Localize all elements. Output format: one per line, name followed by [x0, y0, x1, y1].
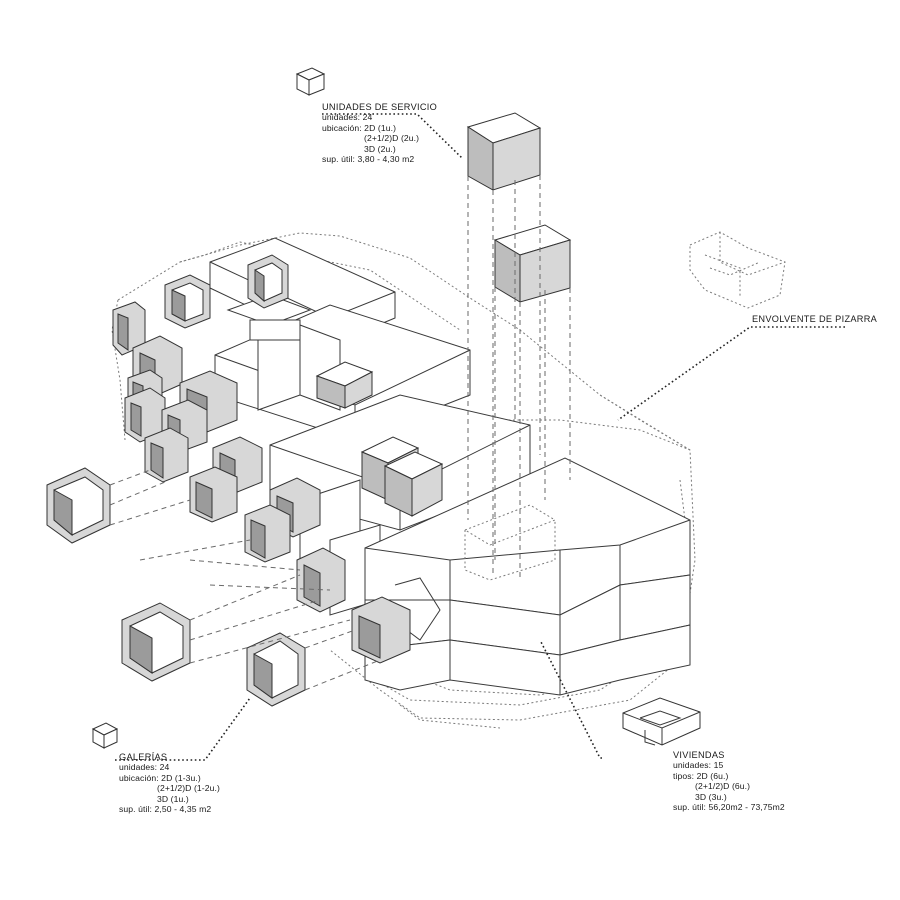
galleries-count: unidades: 24: [119, 762, 170, 773]
gallery-box: [189, 466, 238, 523]
gallery-box-floating-2: [121, 602, 191, 682]
gallery-box-floating-1: [46, 467, 111, 544]
service-units-location-2: (2+1/2)D (2u.): [364, 133, 420, 144]
gallery-projection-lines: [109, 469, 381, 691]
dwellings-types: tipos: 2D (6u.): [673, 770, 729, 781]
building-volume-icon: [689, 231, 786, 309]
service-unit-projection-lines: [467, 175, 571, 580]
galleries-location-2: (2+1/2)D (1-2u.): [157, 783, 220, 794]
galleries-title: GALERÍAS: [119, 752, 168, 762]
service-unit-lower: [493, 224, 572, 303]
service-units-location-3: 3D (2u.): [364, 143, 396, 154]
gallery-box: [144, 427, 189, 483]
service-units-label: UNIDADES DE SERVICIO unidades: 24 ubicac…: [322, 102, 437, 164]
dwelling-block: [364, 457, 691, 696]
gallery-box: [296, 547, 346, 613]
cube-icon: [91, 722, 119, 749]
service-units-title: UNIDADES DE SERVICIO: [322, 102, 438, 112]
dwellings-title: VIVIENDAS: [673, 750, 725, 760]
galleries-label: GALERÍAS unidades: 24 ubicación: 2D (1-3…: [119, 752, 220, 814]
service-units-area: sup. útil: 3,80 - 4,30 m2: [322, 154, 415, 165]
dwellings-types-2: (2+1/2)D (6u.): [695, 781, 751, 792]
dwellings-area: sup. útil: 56,20m2 - 73,75m2: [673, 802, 785, 813]
leader-lines: [115, 113, 845, 761]
gallery-box: [351, 596, 411, 664]
galleries-location-3: 3D (1u.): [157, 793, 189, 804]
slate-envelope-title: ENVOLVENTE DE PIZARRA: [752, 314, 878, 324]
dwellings-count: unidades: 15: [673, 760, 724, 771]
gallery-boxes-facade: [112, 254, 411, 664]
gallery-box: [124, 387, 166, 443]
galleries-area: sup. útil: 2,50 - 4,35 m2: [119, 804, 212, 815]
service-units-count: unidades: 24: [322, 112, 373, 123]
dwellings-label: VIVIENDAS unidades: 15 tipos: 2D (6u.) (…: [673, 750, 785, 812]
apartment-unit-icon: [622, 697, 701, 746]
gallery-box: [164, 274, 211, 329]
service-unit-upper: [466, 112, 542, 191]
gallery-box: [244, 504, 291, 563]
cube-icon: [295, 67, 326, 96]
dwellings-types-3: 3D (3u.): [695, 791, 727, 802]
slate-envelope-label: ENVOLVENTE DE PIZARRA: [752, 314, 877, 324]
service-units-location: ubicación: 2D (1u.): [322, 122, 397, 133]
galleries-location: ubicación: 2D (1-3u.): [119, 772, 201, 783]
service-units-in-situ: [315, 361, 444, 517]
gallery-box-floating-3: [246, 632, 306, 707]
gallery-box: [247, 254, 289, 309]
